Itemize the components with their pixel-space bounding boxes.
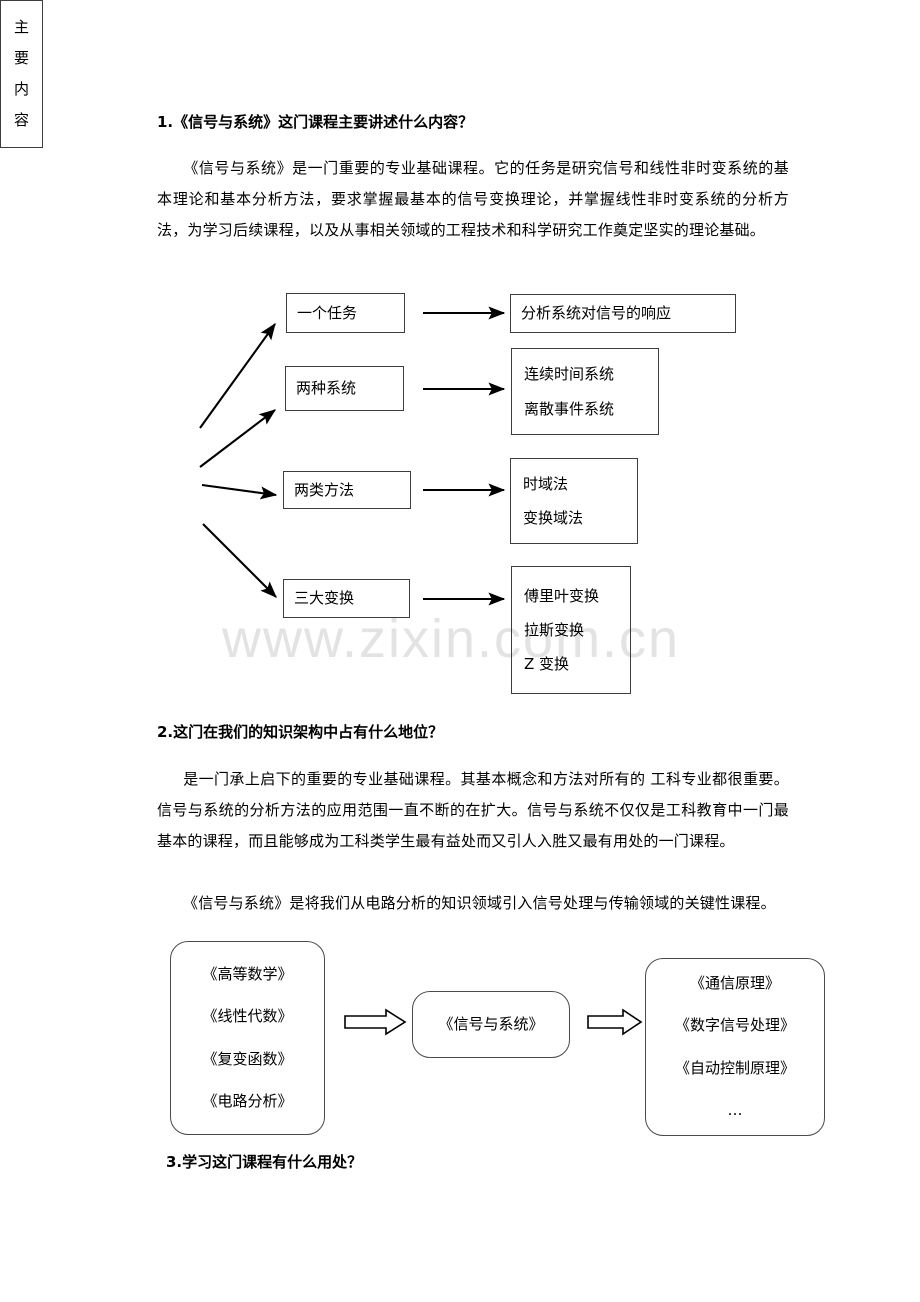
site-watermark: www.zixin.com.cn [222,609,681,669]
diagram-node-systems: 两种系统 [285,366,404,411]
diagram-node-transforms: 三大变换 [283,579,410,618]
diagram-group-follow-on-courses: 《通信原理》 《数字信号处理》 《自动控制原理》 … [645,958,825,1136]
section-3-heading: 3.学习这门课程有什么用处？ [166,1153,363,1171]
block-arrow-right [587,1008,643,1036]
section-1-heading: 1.《信号与系统》这门课程主要讲述什么内容？ [157,113,474,131]
diagram-node-task: 一个任务 [286,293,405,333]
diagram-node-methods: 两类方法 [283,471,411,509]
section-2-heading: 2.这门在我们的知识架构中占有什么地位？ [157,723,444,741]
section-1-paragraph: 《信号与系统》是一门重要的专业基础课程。它的任务是研究信号和线性非时变系统的基本… [157,159,789,239]
block-arrow-left [344,1008,407,1036]
section-2-paragraph-1: 是一门承上启下的重要的专业基础课程。其基本概念和方法对所有的 工科专业都很重要。… [157,770,789,850]
diagram-detail-response: 分析系统对信号的响应 [510,294,736,333]
diagram-detail-system-types: 连续时间系统 离散事件系统 [511,348,659,435]
section-2-paragraph-2: 《信号与系统》是将我们从电路分析的知识领域引入信号处理与传输领域的关键性课程。 [183,894,776,912]
diagram-group-current-course: 《信号与系统》 [412,991,570,1058]
diagram-detail-method-types: 时域法 变换域法 [510,458,638,544]
diagram-group-prerequisites: 《高等数学》 《线性代数》 《复变函数》 《电路分析》 [170,941,325,1135]
diagram-detail-transform-types: 傅里叶变换 拉斯变换 Z 变换 [511,566,631,694]
